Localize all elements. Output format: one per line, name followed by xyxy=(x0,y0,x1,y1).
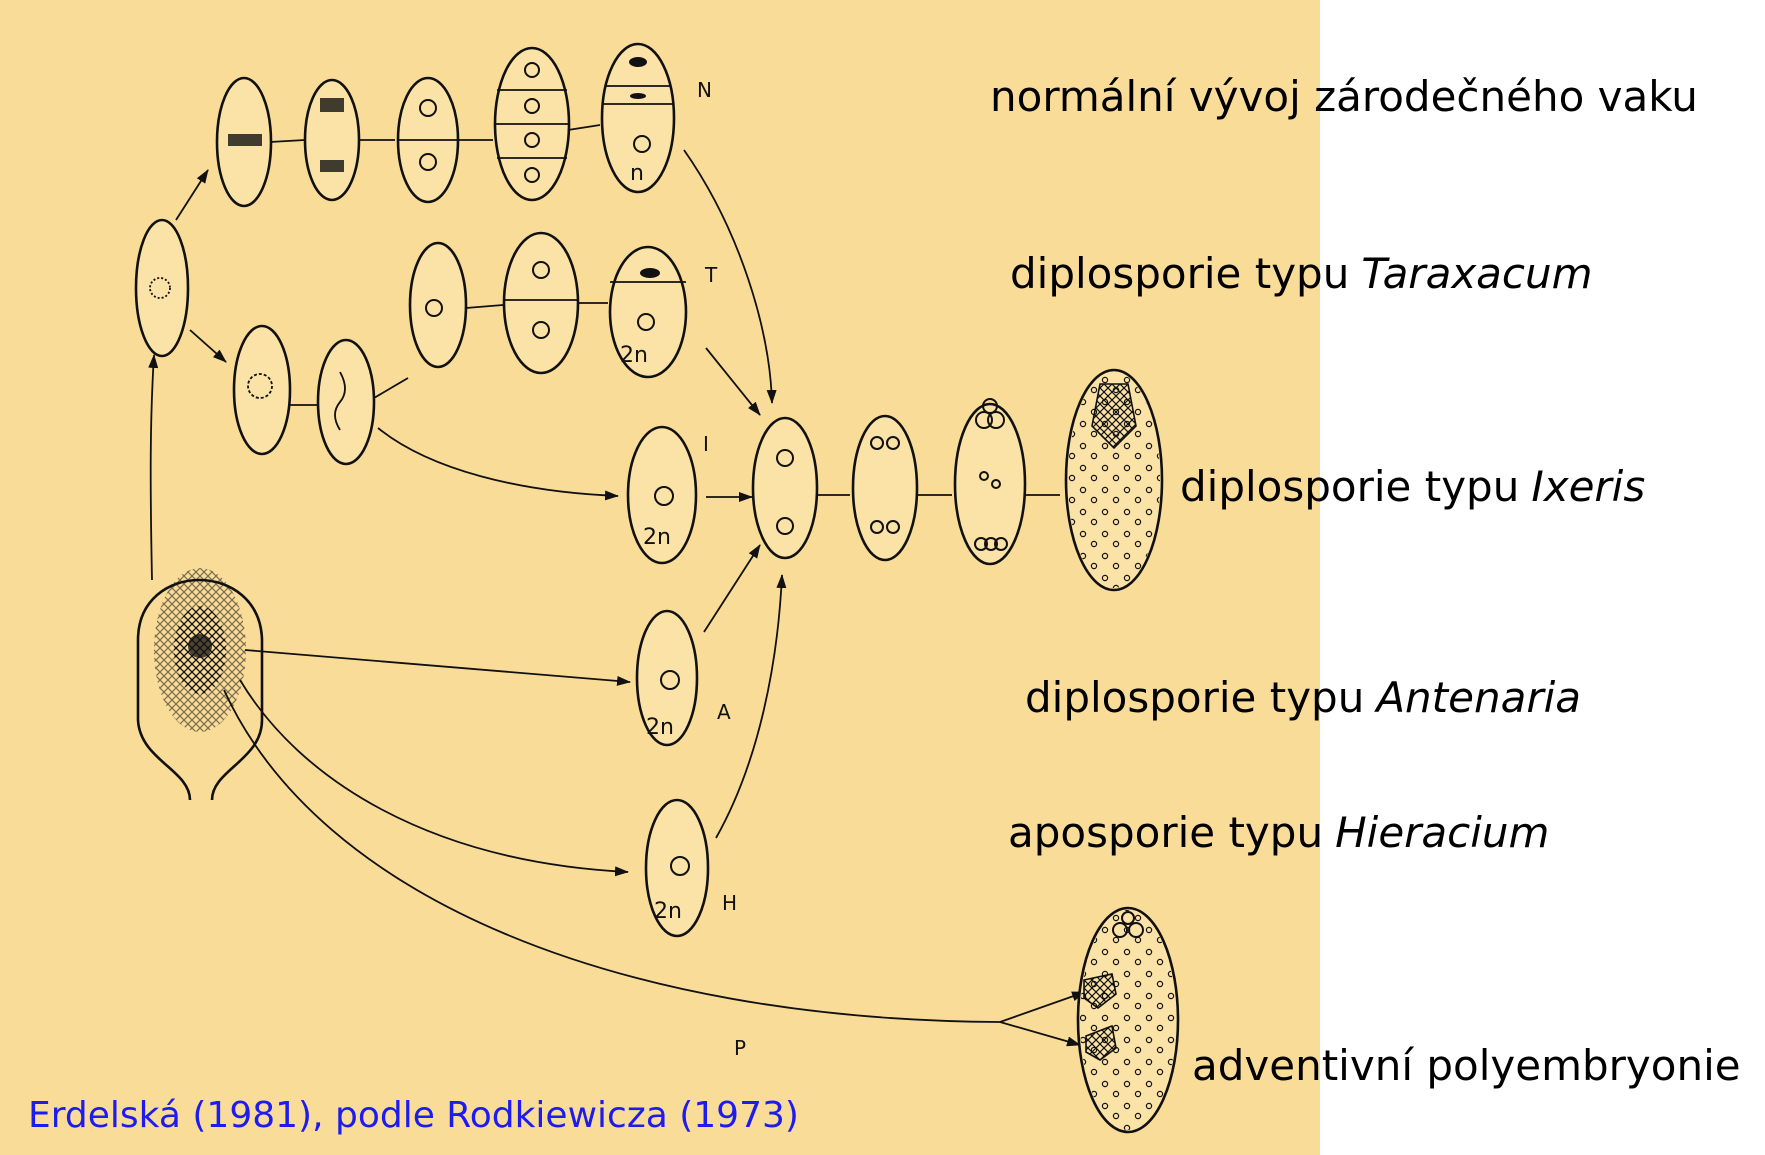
arrow-antenaria-to-mature xyxy=(704,545,760,632)
pathway-arrows xyxy=(151,125,1085,1045)
label-adventive-polyembryony: adventivní polyembryonie xyxy=(1192,1045,1741,1087)
source-credit: Erdelská (1981), podle Rodkiewicza (1973… xyxy=(28,1098,799,1134)
ixeris-cell: 2n I xyxy=(628,427,709,563)
letter-N: N xyxy=(697,78,712,102)
normal-development-row: n N xyxy=(217,44,712,206)
megaspore-mother-cell xyxy=(136,220,188,356)
mature-embryo-sac-sequence xyxy=(753,370,1162,590)
arrow-adventive-trunk xyxy=(224,690,1000,1022)
ploidy-2n-taraxacum: 2n xyxy=(620,343,648,368)
ploidy-2n-hieracium: 2n xyxy=(654,899,682,924)
taraxacum-row: 2n T xyxy=(234,233,718,464)
arrow-to-taraxacum-row xyxy=(190,330,226,362)
letter-T: T xyxy=(704,263,718,287)
antenaria-cell: 2n A xyxy=(637,611,731,745)
arrow-to-hieracium xyxy=(240,680,628,872)
arrow-to-normal-row xyxy=(176,170,208,220)
letter-A: A xyxy=(717,700,731,724)
arrow-nucellus-to-megaspore xyxy=(151,355,154,580)
arrow-normal-to-mature xyxy=(684,150,772,403)
embryo-sac-development-diagram: n N 2n T 2n I xyxy=(0,0,1320,1155)
arrow-to-antenaria xyxy=(245,650,630,682)
arrow-to-ixeris xyxy=(378,428,618,496)
arrow-adventive-upper xyxy=(1000,992,1085,1022)
hieracium-cell: 2n H xyxy=(646,800,737,936)
ploidy-2n-ixeris: 2n xyxy=(643,525,671,550)
ploidy-2n-antenaria: 2n xyxy=(646,715,674,740)
arrow-adventive-lower xyxy=(1000,1022,1080,1045)
letter-I: I xyxy=(703,432,709,456)
arrow-taraxacum-to-mature xyxy=(706,348,760,415)
letter-P: P xyxy=(734,1036,746,1060)
adventive-polyembryony-sac: P xyxy=(734,908,1178,1132)
label-normal-development: normální vývoj zárodečného vaku xyxy=(990,76,1698,118)
ploidy-n: n xyxy=(630,161,644,186)
letter-H: H xyxy=(722,891,737,915)
